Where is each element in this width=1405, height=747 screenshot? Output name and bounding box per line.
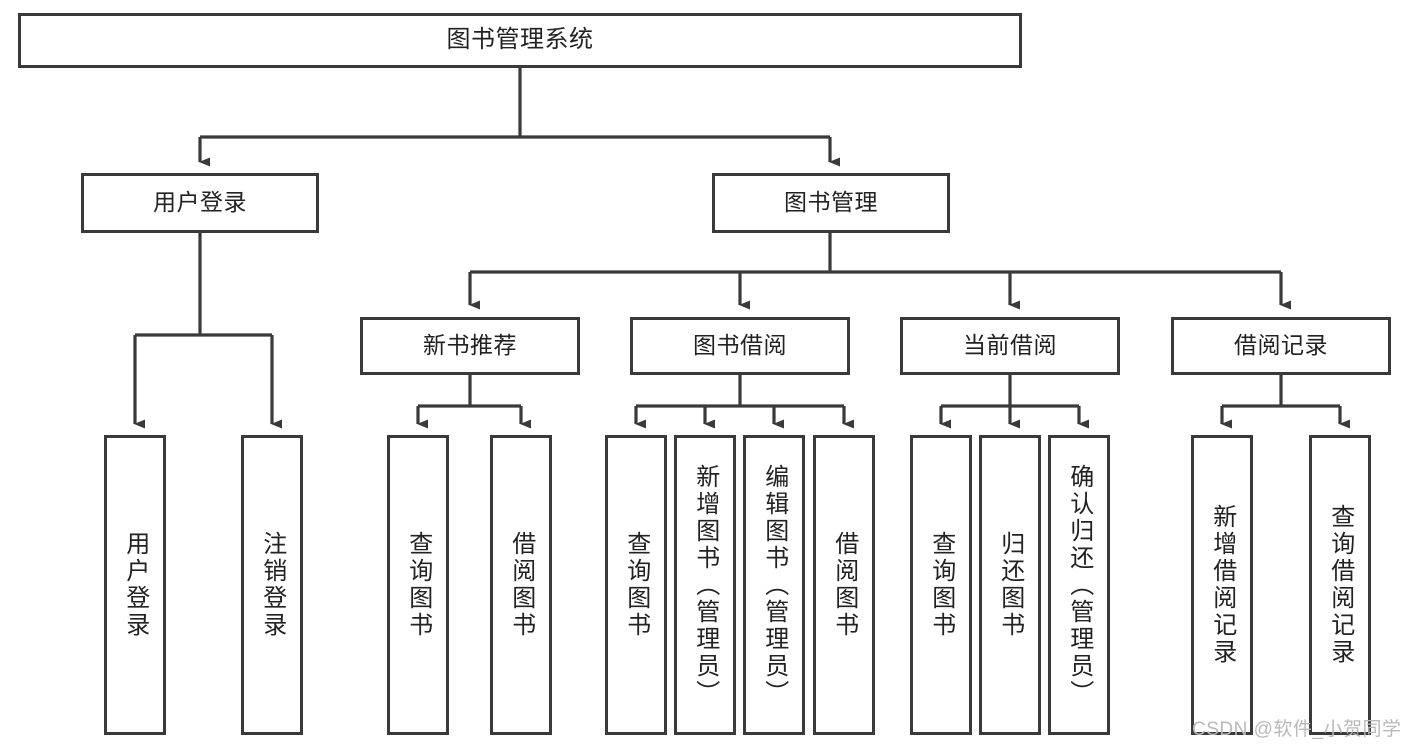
leaf-return-book-label: 归还图书 [996, 531, 1024, 639]
leaf-return-book[interactable]: 归还图书 [979, 435, 1041, 735]
leaf-user-login[interactable]: 用户登录 [104, 435, 166, 735]
leaf-borrow-book-1[interactable]: 借阅图书 [490, 435, 552, 735]
node-book-manage[interactable]: 图书管理 [712, 173, 950, 233]
leaf-query-book-3[interactable]: 查询图书 [910, 435, 972, 735]
node-book-manage-label: 图书管理 [784, 189, 878, 216]
leaf-query-record-label: 查询借阅记录 [1326, 504, 1354, 666]
node-current-borrow-label: 当前借阅 [963, 332, 1057, 359]
leaf-add-book[interactable]: 新增图书（管理员） [674, 435, 736, 735]
leaf-edit-book[interactable]: 编辑图书（管理员） [743, 435, 805, 735]
leaf-edit-book-label: 编辑图书（管理员） [760, 463, 788, 707]
leaf-borrow-book-2[interactable]: 借阅图书 [813, 435, 875, 735]
leaf-query-record[interactable]: 查询借阅记录 [1309, 435, 1371, 735]
leaf-add-book-label: 新增图书（管理员） [691, 463, 719, 707]
leaf-confirm-return-label: 确认归还（管理员） [1065, 463, 1093, 707]
node-book-borrow-label: 图书借阅 [693, 332, 787, 359]
leaf-add-record[interactable]: 新增借阅记录 [1191, 435, 1253, 735]
leaf-query-book-2-label: 查询图书 [622, 531, 650, 639]
leaf-logout-label: 注销登录 [258, 531, 286, 639]
node-book-borrow[interactable]: 图书借阅 [630, 317, 850, 375]
node-root-label: 图书管理系统 [446, 26, 594, 54]
leaf-logout[interactable]: 注销登录 [241, 435, 303, 735]
leaf-borrow-book-1-label: 借阅图书 [507, 531, 535, 639]
node-root[interactable]: 图书管理系统 [18, 13, 1022, 68]
leaf-confirm-return[interactable]: 确认归还（管理员） [1048, 435, 1110, 735]
node-user-login[interactable]: 用户登录 [81, 173, 319, 233]
leaf-add-record-label: 新增借阅记录 [1208, 504, 1236, 666]
leaf-query-book-1[interactable]: 查询图书 [387, 435, 449, 735]
leaf-query-book-2[interactable]: 查询图书 [605, 435, 667, 735]
node-user-login-label: 用户登录 [153, 189, 247, 216]
leaf-query-book-3-label: 查询图书 [927, 531, 955, 639]
leaf-borrow-book-2-label: 借阅图书 [830, 531, 858, 639]
leaf-user-login-label: 用户登录 [121, 531, 149, 639]
leaf-query-book-1-label: 查询图书 [404, 531, 432, 639]
node-new-book-recommend-label: 新书推荐 [423, 332, 517, 359]
node-borrow-record-label: 借阅记录 [1234, 332, 1328, 359]
node-new-book-recommend[interactable]: 新书推荐 [360, 317, 580, 375]
node-current-borrow[interactable]: 当前借阅 [900, 317, 1120, 375]
node-borrow-record[interactable]: 借阅记录 [1171, 317, 1391, 375]
